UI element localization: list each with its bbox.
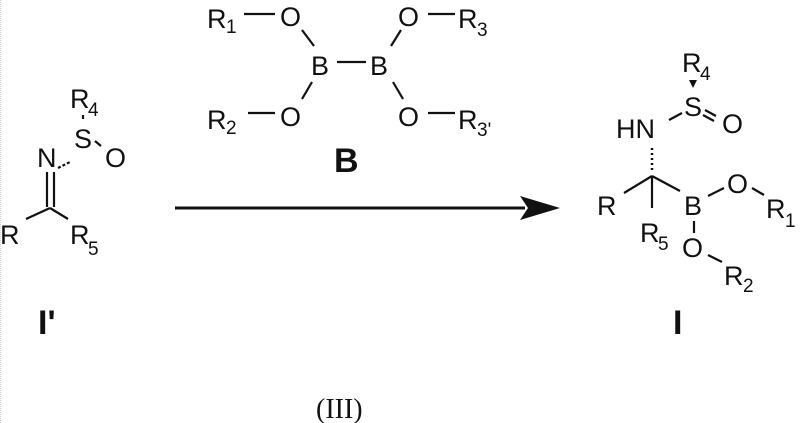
subscript-5: 5: [658, 234, 669, 255]
subscript-1: 1: [785, 211, 796, 232]
atom-s: S: [684, 92, 702, 122]
subscript-2: 2: [226, 118, 237, 139]
atom-o4: O: [398, 102, 419, 132]
atom-r1: R: [207, 4, 227, 34]
compound-label-i: I: [673, 304, 682, 342]
compound-label-i-prime: I': [38, 304, 56, 342]
reaction-arrow: [175, 196, 560, 220]
atom-r2: R: [207, 105, 227, 135]
subscript-1: 1: [226, 17, 237, 38]
wedge-bond: [689, 80, 697, 88]
scheme-caption: (III): [316, 394, 363, 423]
atom-r5: R: [70, 220, 90, 250]
atom-b: B: [684, 191, 702, 221]
atom-r: R: [597, 191, 617, 221]
atom-o-r1: O: [727, 169, 748, 199]
atom-r5: R: [640, 218, 660, 248]
atom-hn: HN: [616, 114, 655, 144]
subscript-3: 3: [477, 20, 488, 41]
subscript-2: 2: [743, 276, 754, 297]
atom-r: R: [0, 220, 20, 250]
atom-r4: R: [682, 48, 702, 78]
atom-o-r2: O: [682, 233, 703, 263]
atom-b1: B: [311, 51, 329, 81]
atom-o1: O: [280, 2, 301, 32]
atom-o2: O: [280, 102, 301, 132]
subscript-4: 4: [88, 100, 99, 121]
atom-r3: R: [458, 4, 478, 34]
atom-b2: B: [370, 51, 388, 81]
atom-o: O: [105, 143, 126, 173]
reagent-diboron-structure: R 1 O B B O R 3 R 2 O O R 3' B: [207, 2, 491, 180]
atom-n: N: [37, 143, 57, 173]
atom-r4: R: [70, 84, 90, 114]
atom-r3-prime: R: [458, 105, 478, 135]
atom-s: S: [74, 124, 92, 154]
subscript-4: 4: [700, 64, 711, 85]
subscript-3-prime: 3': [477, 120, 491, 141]
atom-o: O: [722, 109, 743, 139]
subscript-5: 5: [88, 239, 99, 260]
atom-r2: R: [724, 261, 744, 291]
product-structure: R 4 S O HN R R 5 B O R 1 O R 2 I: [597, 48, 796, 342]
atom-r1: R: [766, 194, 786, 224]
reactant-imine-structure: R 4 S O N R R 5 I': [0, 84, 126, 342]
compound-label-b: B: [334, 142, 359, 180]
atom-o3: O: [398, 2, 419, 32]
